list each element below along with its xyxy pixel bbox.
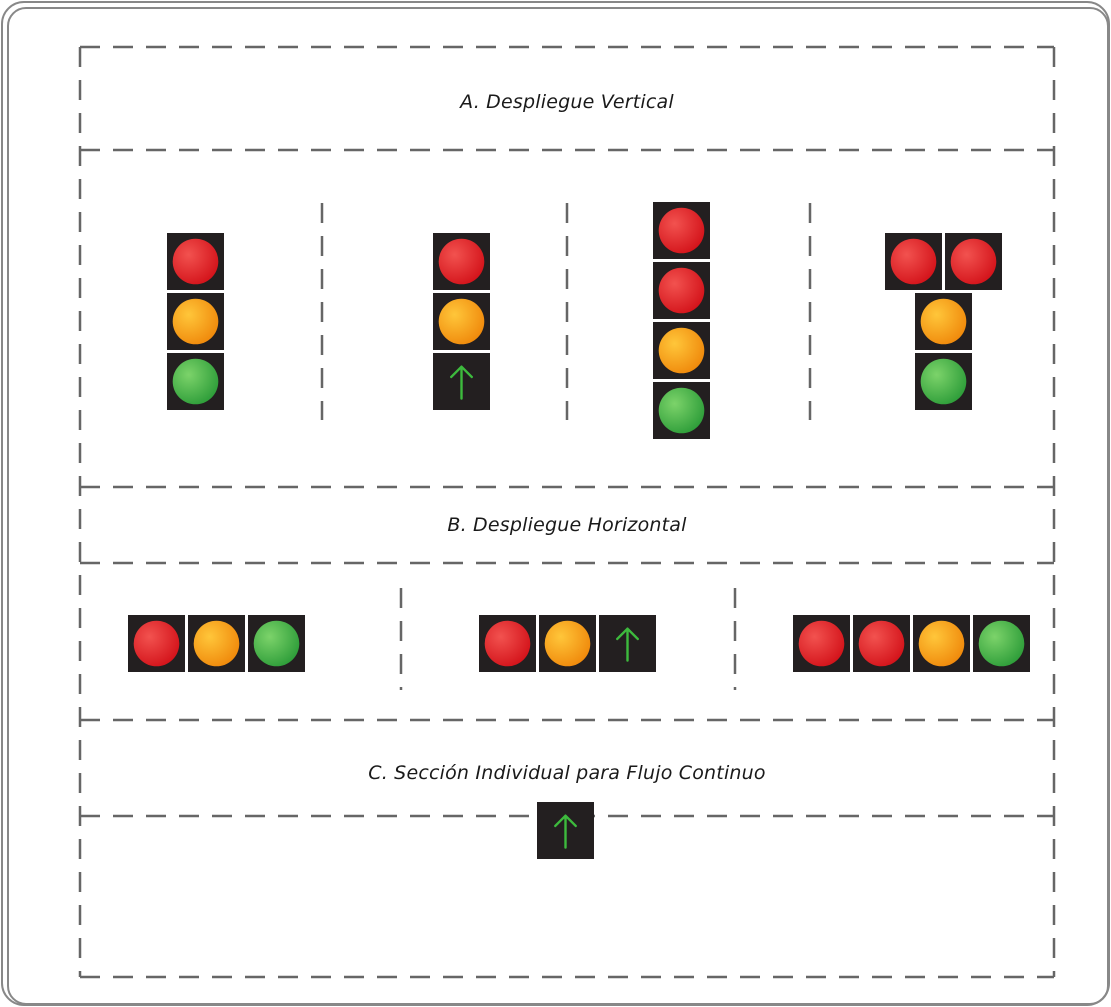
red-light [484, 620, 531, 667]
green-light [658, 387, 705, 434]
section-a-title: A. Despliegue Vertical [460, 91, 674, 113]
red-light [798, 620, 845, 667]
amber-light [544, 620, 591, 667]
signal-vertical-four-lens [653, 202, 710, 439]
green-light [253, 620, 300, 667]
signal-individual-arrow [537, 802, 594, 859]
signal-vertical-t-shape [885, 233, 1002, 410]
signal-vertical-red-amber-green [167, 233, 224, 410]
arrow-up-icon [554, 814, 577, 849]
amber-light [658, 327, 705, 374]
amber-light [920, 298, 967, 345]
red-light [950, 238, 997, 285]
green-light [920, 358, 967, 405]
green-light [978, 620, 1025, 667]
red-light [890, 238, 937, 285]
signal-horizontal-red-amber-arrow [479, 615, 656, 672]
arrow-up-icon [616, 627, 639, 662]
green-light [172, 358, 219, 405]
amber-light [193, 620, 240, 667]
section-b-title: B. Despliegue Horizontal [447, 514, 687, 536]
signal-horizontal-red-amber-green [128, 615, 305, 672]
red-light [658, 267, 705, 314]
inner-border [7, 7, 1109, 1005]
red-light [658, 207, 705, 254]
red-light [133, 620, 180, 667]
arrow-up-icon [450, 365, 473, 400]
signal-vertical-red-amber-arrow [433, 233, 490, 410]
section-c-title: C. Sección Individual para Flujo Continu… [368, 762, 766, 784]
signal-horizontal-four-lens [793, 615, 1030, 672]
amber-light [172, 298, 219, 345]
red-light [858, 620, 905, 667]
red-light [438, 238, 485, 285]
red-light [172, 238, 219, 285]
amber-light [918, 620, 965, 667]
amber-light [438, 298, 485, 345]
dashed-grid [78, 45, 1056, 979]
